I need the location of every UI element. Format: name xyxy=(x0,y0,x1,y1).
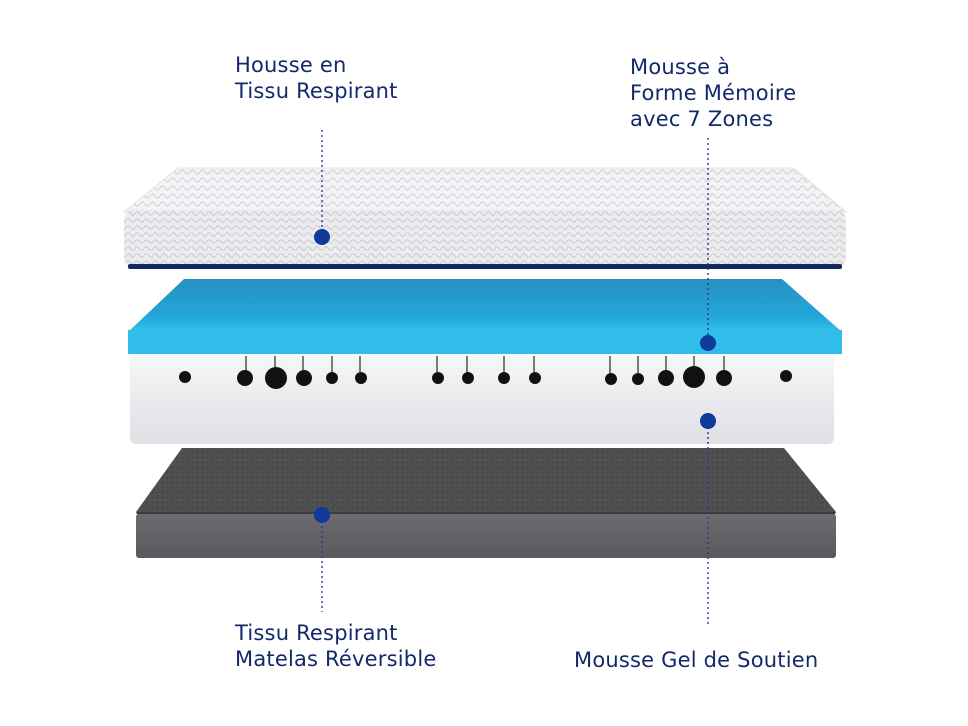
cover-side-face xyxy=(124,210,846,268)
label-cover: Housse en Tissu Respirant xyxy=(235,52,398,104)
callout-lines xyxy=(321,130,709,625)
marker-memory-foam xyxy=(700,335,716,351)
memory-foam-side xyxy=(128,330,842,354)
label-bottom-fabric-line-1: Tissu Respirant xyxy=(235,621,398,645)
bottom-fabric-layer xyxy=(136,448,836,558)
label-memory-foam-line-1: Mousse à xyxy=(630,55,731,79)
label-bottom-fabric-line-2: Matelas Réversible xyxy=(235,647,437,671)
label-gel-foam-line-1: Mousse Gel de Soutien xyxy=(574,648,819,672)
memory-foam-top-face xyxy=(128,279,842,332)
cover-bottom-piping xyxy=(128,264,842,269)
marker-cover xyxy=(314,229,330,245)
bottom-fabric-top-face xyxy=(136,448,836,512)
bottom-fabric-side xyxy=(136,514,836,558)
foam-layer xyxy=(128,279,842,444)
label-cover-line-1: Housse en xyxy=(235,53,347,77)
label-gel-foam: Mousse Gel de Soutien xyxy=(574,647,818,673)
foam-zone-holes xyxy=(179,366,792,389)
marker-bottom-fabric xyxy=(314,507,330,523)
cover-layer xyxy=(122,167,848,269)
label-memory-foam-line-2: Forme Mémoire xyxy=(630,81,797,105)
foam-zone-dividers xyxy=(245,356,725,373)
support-foam-side xyxy=(130,354,834,444)
marker-gel-foam xyxy=(700,413,716,429)
label-cover-line-2: Tissu Respirant xyxy=(235,79,398,103)
label-bottom-fabric: Tissu Respirant Matelas Réversible xyxy=(235,620,436,672)
cover-top-face xyxy=(122,167,848,213)
callout-markers xyxy=(314,229,716,523)
label-memory-foam: Mousse à Forme Mémoire avec 7 Zones xyxy=(630,54,796,132)
label-memory-foam-line-3: avec 7 Zones xyxy=(630,107,774,131)
